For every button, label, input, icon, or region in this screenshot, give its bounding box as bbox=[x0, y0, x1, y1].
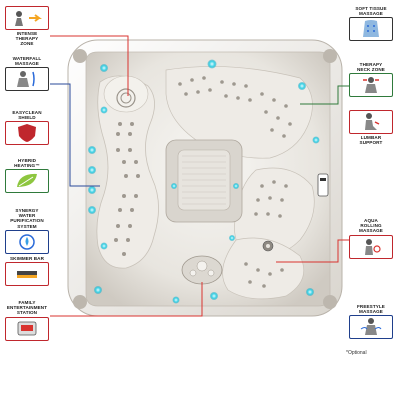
corner-cap bbox=[323, 49, 337, 63]
feature-synergy: SYNERGY WATER PURIFICATION SYSTEM bbox=[4, 208, 50, 254]
family-entertainment-label: FAMILY ENTERTAINMENT STATION bbox=[6, 300, 48, 316]
corner-cap bbox=[73, 49, 87, 63]
shield-icon bbox=[5, 121, 49, 146]
lumbar-support-label: LUMBAR SUPPORT bbox=[359, 135, 383, 146]
freestyle-massage-label: FREESTYLE MASSAGE bbox=[357, 304, 385, 315]
therapy-neck-label: THERAPY NECK ZONE bbox=[357, 62, 385, 73]
feature-soft-tissue-massage: SOFT TISSUE MASSAGE bbox=[348, 6, 394, 42]
soft-tissue-icon bbox=[349, 17, 393, 42]
intense-therapy-label: INTENSE THERAPY ZONE bbox=[15, 31, 39, 47]
grate-lines bbox=[182, 155, 226, 205]
feature-easyclean-shield: EASYCLEAN SHIELD bbox=[4, 110, 50, 146]
skimmer-bar-label: SKIMMER BAR bbox=[9, 256, 45, 261]
entertainment-station-icon bbox=[5, 316, 49, 341]
leaf-icon bbox=[5, 169, 49, 194]
synergy-label: SYNERGY WATER PURIFICATION SYSTEM bbox=[10, 208, 44, 229]
aqua-rolling-label: AQUA ROLLING MASSAGE bbox=[359, 218, 383, 234]
feature-family-entertainment: FAMILY ENTERTAINMENT STATION bbox=[4, 300, 50, 341]
feature-waterfall-massage: WATERFALL MASSAGE bbox=[4, 56, 50, 92]
soft-tissue-label: SOFT TISSUE MASSAGE bbox=[355, 6, 387, 17]
skimmer-icon bbox=[5, 262, 49, 287]
easyclean-label: EASYCLEAN SHIELD bbox=[12, 110, 42, 121]
waterfall-massage-label: WATERFALL MASSAGE bbox=[12, 56, 42, 67]
skimmer bbox=[317, 173, 329, 197]
freestyle-massage-icon bbox=[349, 315, 393, 340]
bottom-seat bbox=[222, 237, 305, 300]
feature-hybrid-heating: HYBRID HEATING™ bbox=[4, 158, 50, 194]
feature-therapy-neck-zone: THERAPY NECK ZONE bbox=[348, 62, 394, 98]
lounger-headrest bbox=[103, 75, 149, 113]
corner-cap bbox=[73, 295, 87, 309]
hybrid-heating-label: HYBRID HEATING™ bbox=[14, 158, 40, 169]
led-jets bbox=[88, 59, 320, 304]
water-purification-icon bbox=[5, 229, 49, 254]
feature-freestyle-massage: FREESTYLE MASSAGE bbox=[348, 304, 394, 340]
massage-jets bbox=[114, 76, 292, 288]
corner-seat bbox=[165, 66, 313, 159]
waterfall-massage-icon bbox=[5, 67, 49, 92]
optional-footnote: *Optional bbox=[346, 350, 367, 356]
intense-therapy-icon bbox=[5, 6, 49, 30]
feature-lumbar-support: LUMBAR SUPPORT bbox=[348, 110, 394, 145]
lounger-seat bbox=[96, 75, 159, 269]
aqua-rolling-icon bbox=[349, 234, 393, 259]
feature-aqua-rolling-massage: AQUA ROLLING MASSAGE bbox=[348, 218, 394, 259]
corner-cap bbox=[323, 295, 337, 309]
feature-intense-therapy-zone: INTENSE THERAPY ZONE bbox=[4, 6, 50, 47]
feature-skimmer-bar: SKIMMER BAR bbox=[4, 256, 50, 287]
lumbar-support-icon bbox=[349, 110, 393, 134]
neck-jet bbox=[116, 88, 136, 108]
neck-zone-icon bbox=[349, 73, 393, 98]
callout-lines bbox=[50, 35, 350, 317]
